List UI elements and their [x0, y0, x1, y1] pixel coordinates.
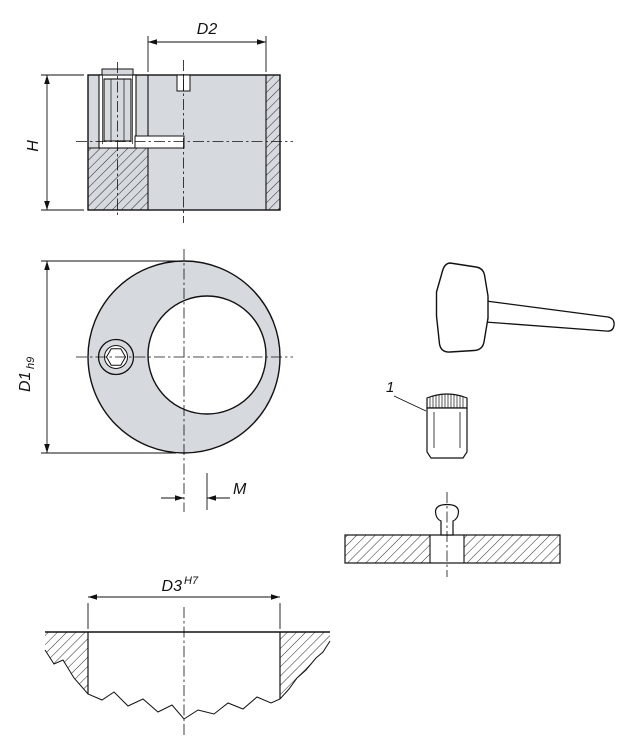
arrow-right: [257, 39, 266, 45]
arrow-up: [44, 261, 50, 270]
dim-label-h: H: [25, 140, 42, 152]
arrow-up: [44, 75, 50, 84]
hammer-handle: [484, 300, 615, 332]
arrow-down: [44, 201, 50, 210]
item-leader-line: [393, 395, 427, 412]
knurl-lines: [429, 394, 464, 408]
arrow-left: [207, 495, 216, 501]
dimension-d3: D3 H7: [87, 575, 281, 629]
plate-hatch-right: [464, 535, 560, 563]
arrow-left: [148, 39, 157, 45]
section-view-collar: [76, 60, 293, 223]
dimension-h: H: [25, 74, 84, 211]
dimension-d2: D2: [147, 21, 267, 72]
dim-label-d3: D3: [162, 578, 183, 595]
bore-circle: [147, 295, 267, 415]
item-number-label: 1: [386, 379, 394, 396]
hammer-head: [435, 262, 489, 353]
arrow-right: [175, 495, 184, 501]
plate-hatch-left: [345, 535, 430, 563]
cross-hole: [134, 135, 185, 149]
dim-label-d2: D2: [197, 21, 218, 38]
pin-installed-view: [344, 492, 561, 577]
dim-label-m: M: [233, 481, 247, 498]
front-view-collar: [76, 249, 293, 512]
hatch-right-strip: [266, 75, 280, 210]
dimension-d1: D1 h9: [17, 260, 176, 454]
dim-label-d1: D1: [17, 372, 34, 392]
dim-label-d3-tolerance: H7: [184, 575, 199, 587]
pin-body: [426, 407, 468, 459]
break-line: [44, 640, 331, 720]
hammer-illustration: [435, 262, 615, 353]
arrow-down: [44, 444, 50, 453]
arrow-right: [271, 594, 280, 600]
hatch-left: [45, 632, 88, 694]
hatch-left-block: [88, 148, 148, 210]
arrow-left: [88, 594, 97, 600]
dim-label-d1-tolerance: h9: [25, 357, 37, 369]
section-view-mounting-hole: [44, 607, 331, 737]
hatch-right: [280, 632, 330, 699]
dimension-m: M: [161, 473, 247, 510]
knurled-pin-item: 1: [386, 379, 468, 459]
